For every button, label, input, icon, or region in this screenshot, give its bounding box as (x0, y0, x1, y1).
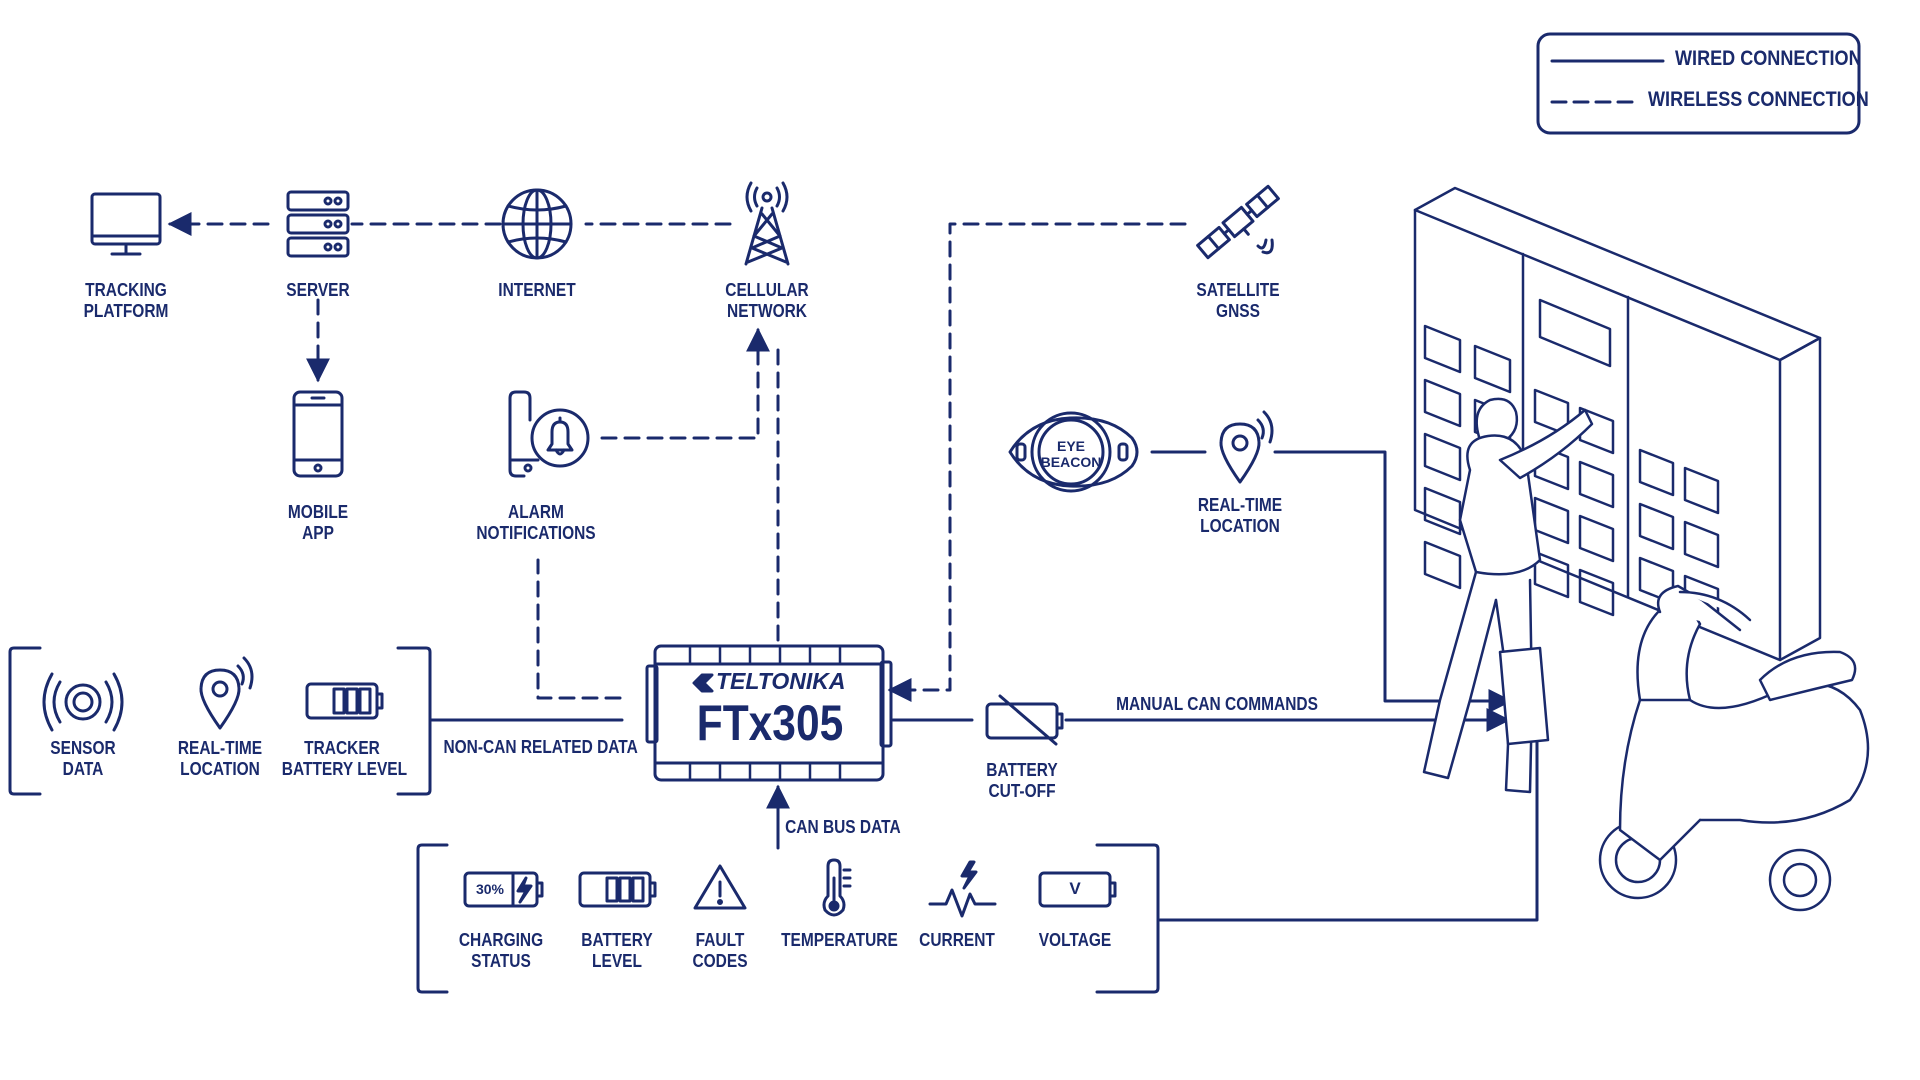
satellite-icon (1196, 184, 1280, 260)
legend-box (1536, 32, 1861, 135)
satellite-signal-icon (1256, 238, 1274, 255)
current-icon (928, 860, 997, 918)
scooter-illustration (1598, 584, 1870, 912)
charging-battery-icon (463, 871, 544, 908)
alarm-phone-icon (508, 390, 590, 478)
internet-label: INTERNET (498, 280, 576, 300)
eye-beacon-icon (1008, 411, 1139, 493)
can-group-bracket-right (1095, 843, 1160, 994)
non-can-data-label: NON-CAN RELATED DATA (443, 737, 638, 757)
current-label: CURRENT (919, 930, 995, 950)
fault-codes-icon (693, 864, 747, 910)
legend-wireless-label: WIRELESS CONNECTION (1648, 88, 1869, 111)
manual-can-commands-label: MANUAL CAN COMMANDS (1116, 694, 1318, 714)
legend-wired-label: WIRED CONNECTION (1675, 47, 1862, 70)
can-bus-data-label: CAN BUS DATA (785, 817, 901, 837)
can-group-bracket-left (416, 843, 449, 994)
voltage-symbol: V (1069, 879, 1081, 898)
device-brand: TELTONIKA (716, 668, 846, 694)
person-illustration (1422, 397, 1594, 794)
voltage-battery-icon (1038, 871, 1117, 908)
device-body (645, 644, 893, 782)
left-group-bracket-left (8, 646, 42, 796)
monitor-icon (90, 192, 162, 256)
server-icon (286, 190, 350, 258)
charging-percent: 30% (475, 881, 505, 897)
conn-satellite-to-device (887, 222, 1187, 702)
cell-tower-icon (744, 181, 790, 266)
location-pin-icon-left (199, 656, 254, 730)
left-group-bracket-right (396, 646, 432, 796)
conn-device-to-alarm (536, 558, 622, 700)
tracker-battery-icon (305, 682, 384, 720)
phone-icon (292, 390, 344, 478)
conn-vehicle-to-can-group (1158, 728, 1539, 922)
device-model: FTx305 (696, 695, 844, 751)
location-pin-icon (1219, 410, 1274, 484)
thermometer-icon (822, 858, 852, 917)
temperature-label: TEMPERATURE (781, 930, 898, 950)
battery-level-icon (578, 871, 657, 908)
conn-alarm-to-cellular (600, 327, 770, 440)
sensor-icon (42, 672, 124, 732)
globe-icon (501, 188, 573, 260)
voltage-label: VOLTAGE (1038, 930, 1112, 950)
battery-cutoff-icon (985, 694, 1064, 746)
server-label: SERVER (286, 280, 350, 300)
